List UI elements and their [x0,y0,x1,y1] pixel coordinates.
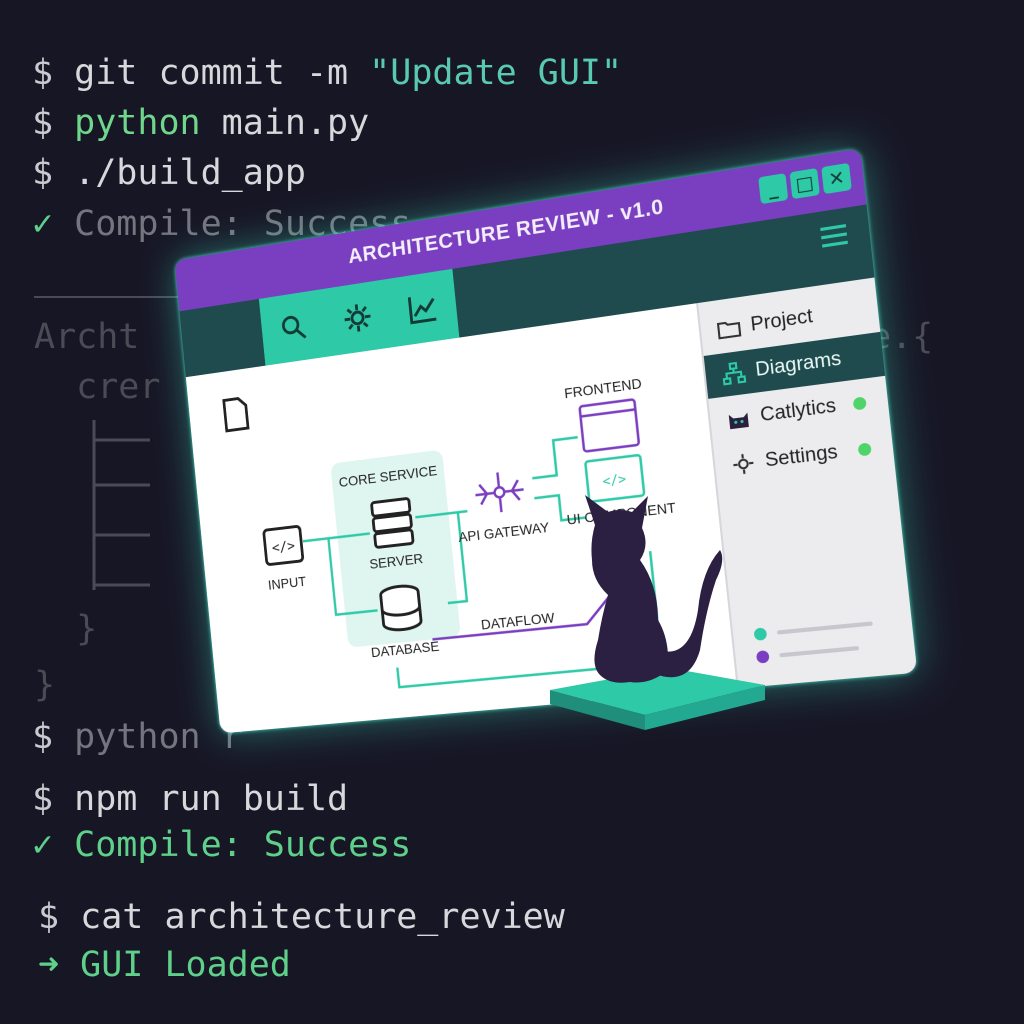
folder-icon [717,318,742,340]
gear-icon [731,451,756,476]
sidebar-item-label: Catlytics [759,395,838,427]
frontend-label: FRONTEND [564,375,643,401]
svg-text:</>: </> [271,538,295,557]
sidebar-item-label: Settings [764,441,839,472]
terminal-line-compile-success-2: ✓ Compile: Success [32,825,412,865]
database-label: DATABASE [370,638,440,660]
menu-icon[interactable] [816,218,851,254]
input-label: INPUT [267,574,306,593]
app-window[interactable]: ARCHITECTURE REVIEW - v1.0 _ □ ✕ [174,148,918,734]
database-icon[interactable] [380,584,422,631]
terminal-line-npm-build: $ npm run build [32,779,349,819]
svg-text:</>: </> [602,471,627,489]
document-icon[interactable] [224,398,248,431]
terminal-line-git-commit: $ git commit -m "Update GUI" [32,53,623,93]
diagram-icon [721,361,746,387]
close-button[interactable]: ✕ [821,162,852,195]
api-gateway-label: API GATEWAY [458,519,550,545]
minimize-button[interactable]: _ [758,173,789,205]
terminal-line-cat: $ cat architecture_review [38,897,565,937]
code-brace: } [34,665,56,705]
maximize-button[interactable]: □ [789,167,820,200]
code-fragment: Archt [34,317,140,357]
pedestal [550,668,765,730]
status-indicator [857,442,872,457]
chart-icon[interactable] [402,286,444,331]
terminal-line-gui-loaded: ➜ GUI Loaded [38,945,291,985]
app-window-container: ARCHITECTURE REVIEW - v1.0 _ □ ✕ [174,148,918,734]
search-icon[interactable] [274,306,314,350]
cat-silhouette [585,495,723,683]
code-tree-lines [92,420,150,590]
cat-on-pedestal [550,495,765,730]
diagram-canvas[interactable]: </> INPUT CORE SERVICE SERVER DATABASE [185,303,737,734]
server-icon[interactable] [371,498,413,547]
legend-line [776,621,873,635]
terminal-divider [34,296,274,298]
legend-line [779,645,860,658]
server-label: SERVER [369,551,424,572]
frontend-window-icon[interactable] [580,399,639,451]
terminal-line-python-run: $ python r [32,717,243,757]
code-brace: } [34,609,98,649]
gear-icon[interactable] [337,296,378,340]
window-controls: _ □ ✕ [758,162,852,205]
input-node[interactable]: </> [264,526,303,565]
code-fragment: crer [34,367,161,407]
terminal-line-python: $ python main.py [32,103,370,143]
sidebar-item-label: Project [749,305,814,336]
sidebar-item-label: Diagrams [754,347,843,382]
dataflow-label: DATAFLOW [480,610,555,633]
ui-component-icon[interactable]: </> [585,455,644,502]
terminal-line-build: $ ./build_app [32,153,306,193]
core-service-panel [330,449,461,648]
architecture-diagram: </> INPUT CORE SERVICE SERVER DATABASE [186,375,677,733]
api-gateway-icon[interactable] [473,470,525,515]
status-indicator [852,396,867,411]
cat-icon [728,412,749,430]
